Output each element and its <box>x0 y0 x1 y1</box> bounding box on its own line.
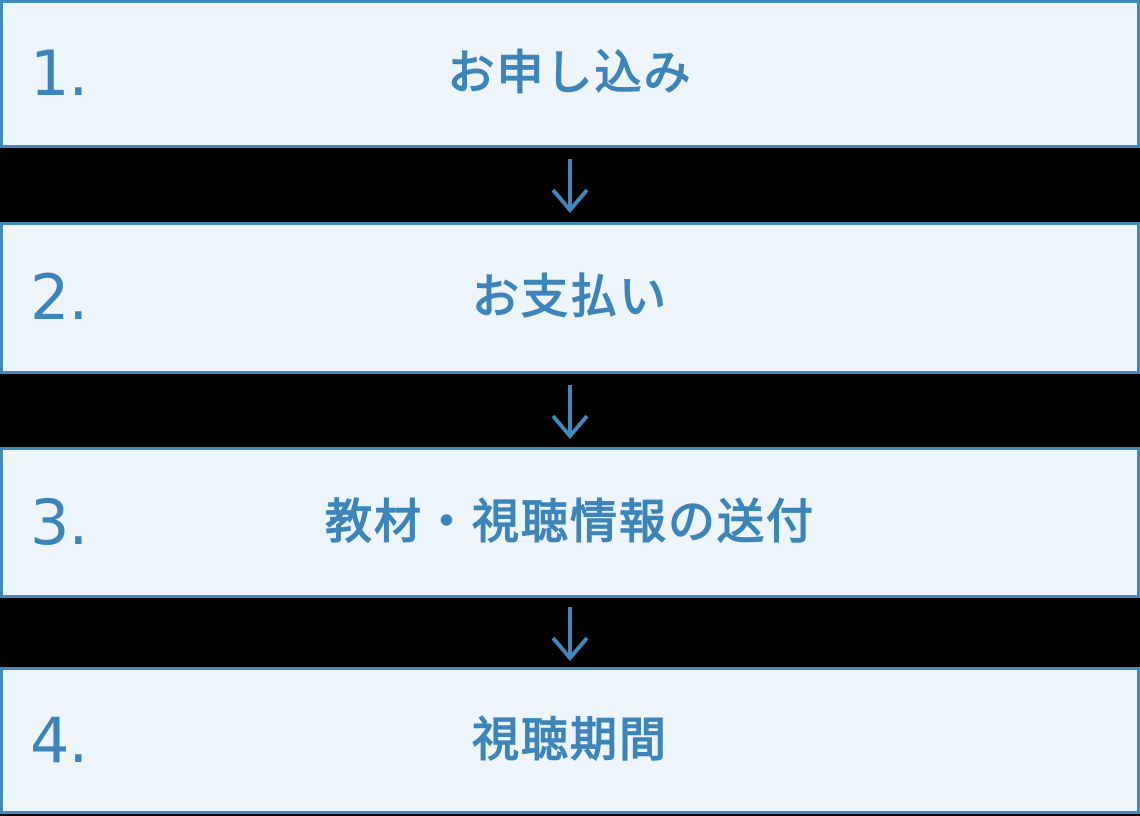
step-title-3: 教材・視聴情報の送付 <box>325 494 815 550</box>
step-title-1: お申し込み <box>447 46 693 102</box>
step-number-3: 3. <box>30 485 88 559</box>
step-title-2: お支払い <box>472 270 668 326</box>
flow-connector-3 <box>0 598 1140 667</box>
flow-connector-1 <box>0 148 1140 222</box>
flow-step-2: 2. お支払い <box>0 222 1140 374</box>
step-number-2: 2. <box>30 261 88 334</box>
step-number-4: 4. <box>30 703 88 777</box>
flow-step-1: 1. お申し込み <box>0 0 1140 148</box>
arrow-down-icon <box>551 606 589 661</box>
flow-step-4: 4. 視聴期間 <box>0 667 1140 814</box>
arrow-down-icon <box>551 159 589 213</box>
flow-step-3: 3. 教材・視聴情報の送付 <box>0 447 1140 598</box>
flow-connector-2 <box>0 374 1140 447</box>
step-title-4: 視聴期間 <box>472 712 668 768</box>
step-number-1: 1. <box>30 37 88 110</box>
arrow-down-icon <box>551 384 589 439</box>
